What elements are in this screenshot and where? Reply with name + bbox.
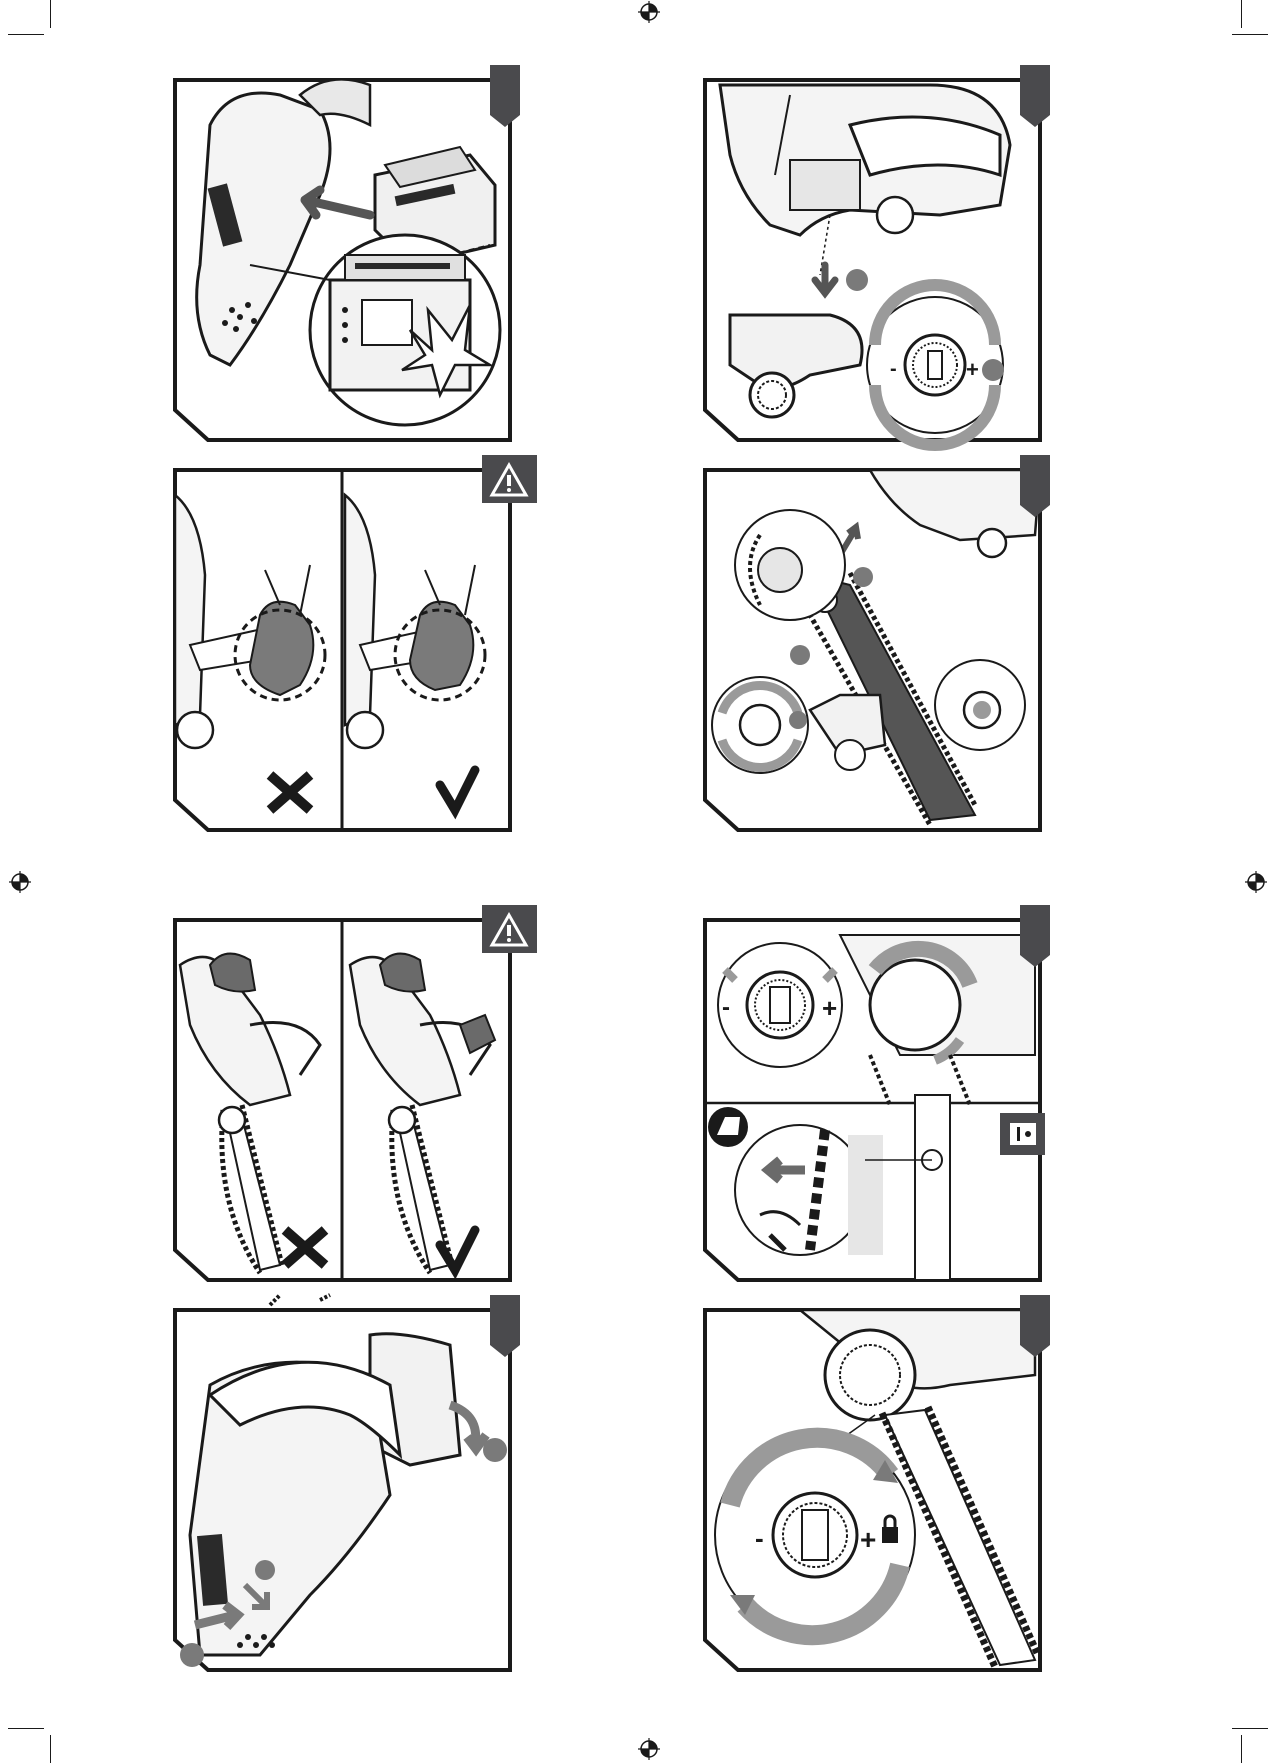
step-marker bbox=[853, 567, 873, 587]
crop-mark-tl-v bbox=[50, 0, 51, 28]
dial-minus-label: - bbox=[722, 994, 730, 1021]
panel-lock-dial: - + bbox=[700, 1295, 1070, 1675]
dial-minus-label: - bbox=[755, 1523, 764, 1553]
step-marker bbox=[255, 1560, 275, 1580]
panel-install-bar-chain bbox=[700, 455, 1070, 835]
info-icon bbox=[1000, 1113, 1045, 1155]
crop-mark-bl-v bbox=[50, 1735, 51, 1763]
crop-mark-tr-h bbox=[1232, 34, 1268, 35]
panel-attach-battery bbox=[170, 65, 540, 445]
registration-mark-bottom bbox=[637, 1737, 661, 1761]
crop-mark-tl-h bbox=[8, 34, 44, 35]
step-marker bbox=[846, 269, 868, 291]
warning-icon bbox=[482, 455, 537, 503]
panel-wear-gloves-warning bbox=[170, 455, 540, 835]
panel-chain-brake bbox=[170, 1295, 540, 1675]
dial-plus-label: + bbox=[860, 1524, 876, 1555]
registration-mark-top bbox=[637, 0, 661, 24]
crop-mark-tr-v bbox=[1241, 0, 1242, 28]
warning-icon bbox=[482, 905, 537, 953]
step-marker bbox=[982, 359, 1004, 381]
dial-plus-label: + bbox=[966, 357, 979, 382]
step-marker bbox=[483, 1438, 507, 1462]
panel-tension-chain: - + bbox=[700, 905, 1070, 1285]
dial-plus-label: + bbox=[822, 993, 837, 1023]
step-marker bbox=[790, 645, 810, 665]
dial-minus-label: - bbox=[890, 358, 897, 380]
registration-mark-left bbox=[8, 870, 32, 894]
crop-mark-br-h bbox=[1232, 1728, 1268, 1729]
step-marker bbox=[180, 1643, 204, 1667]
crop-mark-br-v bbox=[1241, 1735, 1242, 1763]
crop-mark-bl-h bbox=[8, 1728, 44, 1729]
panel-hold-saw-warning bbox=[170, 905, 540, 1285]
panel-remove-cover: - + bbox=[700, 65, 1070, 445]
step-marker bbox=[789, 711, 807, 729]
glove-icon bbox=[708, 1107, 748, 1147]
registration-mark-right bbox=[1244, 870, 1268, 894]
